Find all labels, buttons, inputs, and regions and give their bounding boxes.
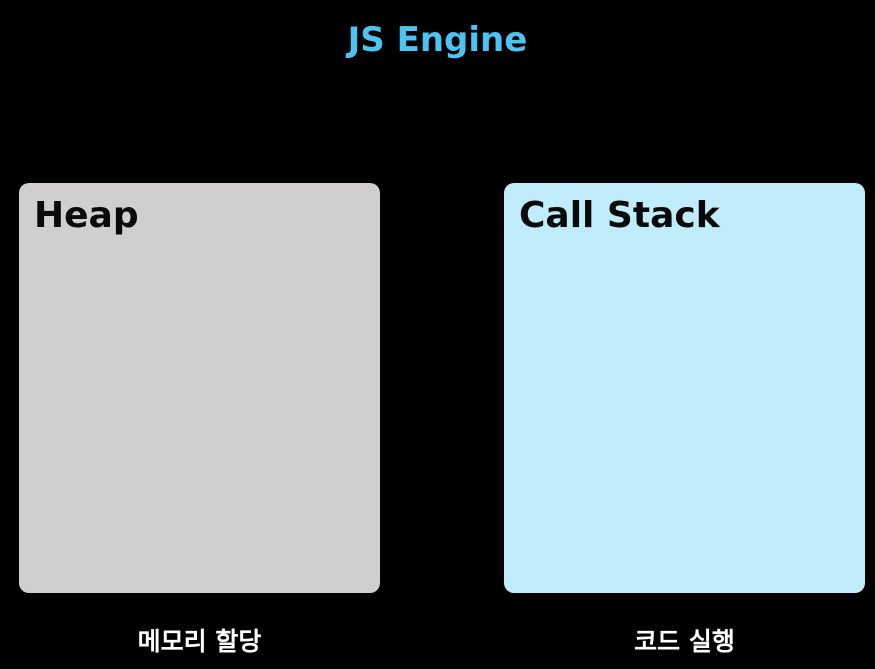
call-stack-caption: 코드 실행 <box>634 627 735 656</box>
heap-caption: 메모리 할당 <box>137 627 262 656</box>
call-stack-label: Call Stack <box>519 195 720 236</box>
heap-panel: Heap <box>19 183 380 593</box>
diagram-title: JS Engine <box>347 20 528 60</box>
heap-label: Heap <box>34 195 139 236</box>
call-stack-panel: Call Stack <box>504 183 865 593</box>
